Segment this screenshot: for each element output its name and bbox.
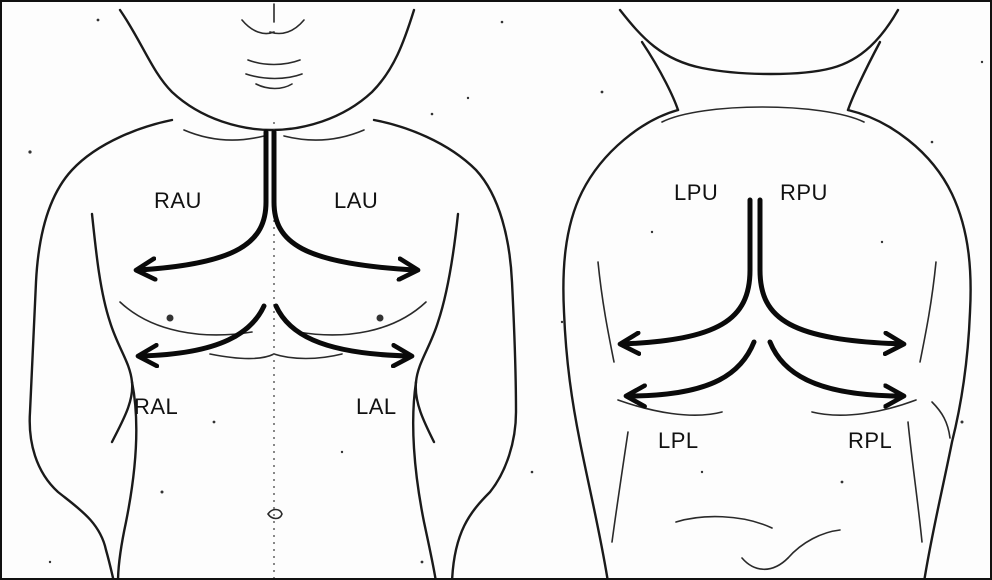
label-lal: LAL (356, 396, 397, 418)
label-lau: LAU (334, 190, 378, 212)
label-rpl: RPL (848, 430, 892, 452)
anterior-body-outline (30, 4, 516, 580)
label-lpu: LPU (674, 182, 718, 204)
posterior-body-outline (563, 10, 970, 580)
posterior-arrows (622, 200, 902, 396)
label-rau: RAU (154, 190, 202, 212)
label-rpu: RPU (780, 182, 828, 204)
label-lpl: LPL (658, 430, 699, 452)
scan-specks (28, 19, 983, 564)
label-ral: RAL (134, 396, 178, 418)
anterior-arrows (138, 132, 416, 356)
